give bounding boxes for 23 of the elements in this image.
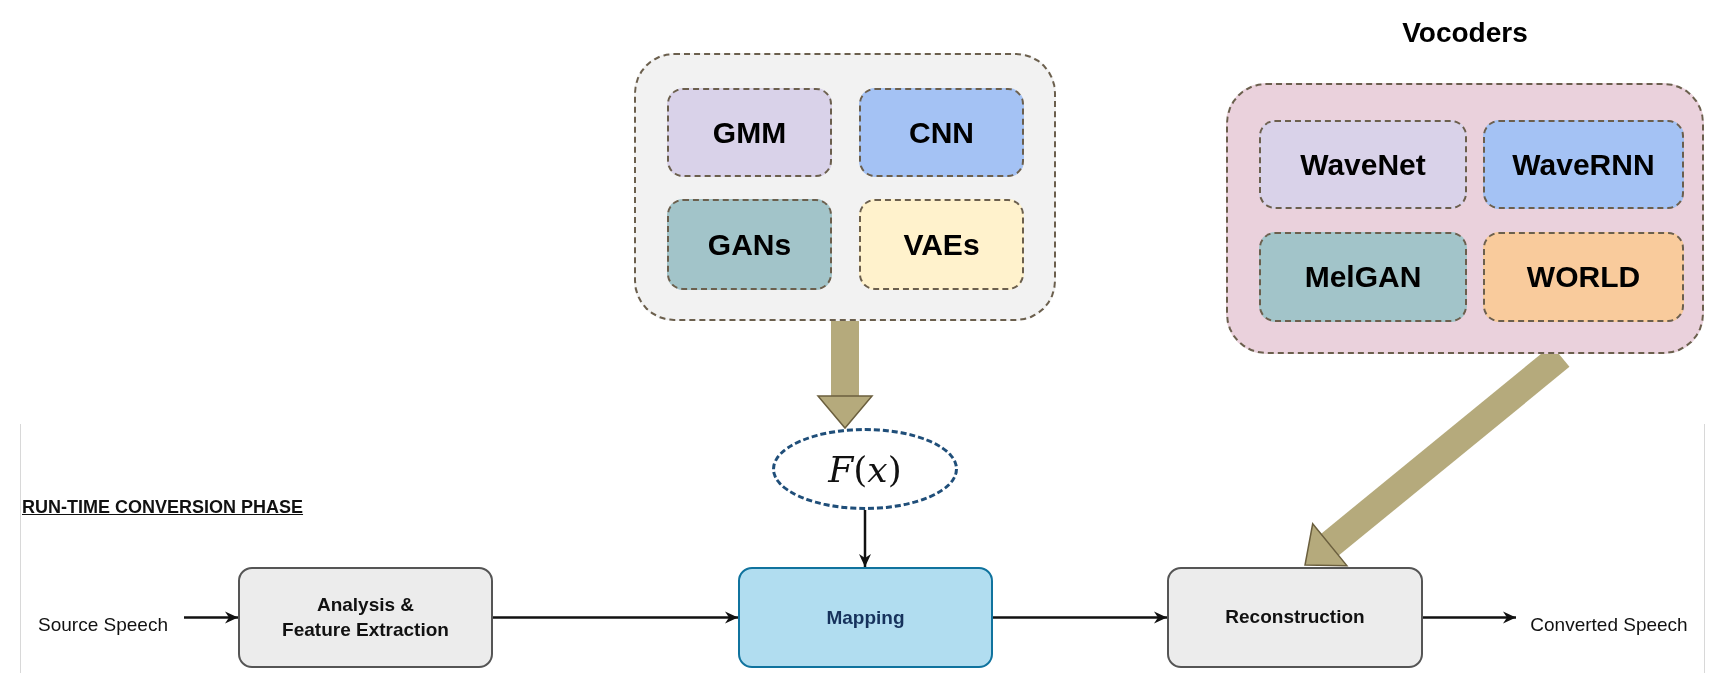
process-box: Reconstruction xyxy=(1167,567,1423,668)
section-heading: RUN-TIME CONVERSION PHASE xyxy=(22,497,304,518)
function-ellipse: F(x) xyxy=(772,428,958,510)
model-tile: GANs xyxy=(667,199,832,290)
block-arrow xyxy=(817,321,873,429)
model-tile: VAEs xyxy=(859,199,1024,290)
model-tile: GMM xyxy=(667,88,832,177)
speech-label: Source Speech xyxy=(22,610,184,640)
model-tile: WORLD xyxy=(1483,232,1684,322)
model-tile: WaveRNN xyxy=(1483,120,1684,209)
model-tile: MelGAN xyxy=(1259,232,1467,322)
arrow xyxy=(1423,611,1516,624)
arrow xyxy=(184,611,238,624)
arrow xyxy=(993,611,1167,624)
process-box: Mapping xyxy=(738,567,993,668)
arrow xyxy=(493,611,738,624)
group-heading: Vocoders xyxy=(1401,17,1529,49)
model-tile: CNN xyxy=(859,88,1024,177)
group-panel xyxy=(634,53,1056,321)
speech-label: Converted Speech xyxy=(1516,610,1702,640)
model-tile: WaveNet xyxy=(1259,120,1467,209)
process-box: Analysis & Feature Extraction xyxy=(238,567,493,668)
arrow xyxy=(859,510,871,567)
